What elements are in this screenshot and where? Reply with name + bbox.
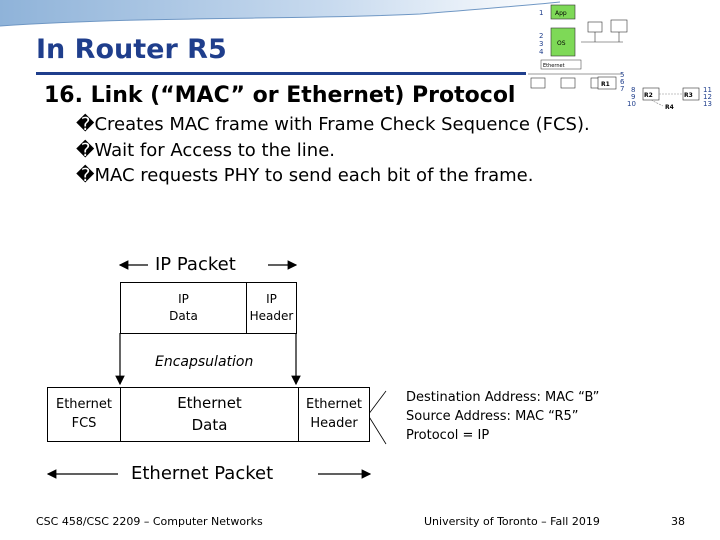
- app-box: [550, 4, 576, 20]
- eth-data-line: Ethernet: [177, 393, 242, 412]
- computer-icon: [560, 77, 576, 89]
- bullet-glyph: �: [76, 140, 95, 161]
- title-underline: [36, 72, 526, 75]
- router-label: R2: [644, 92, 653, 99]
- bullet-text: MAC requests PHY to send each bit of the…: [94, 165, 534, 186]
- bullet-glyph: �: [76, 114, 95, 135]
- encapsulation-label: Encapsulation: [155, 354, 254, 370]
- slide-title: In Router R5: [36, 34, 227, 65]
- bullet-item: �MAC requests PHY to send each bit of th…: [76, 165, 533, 186]
- eth-data-line: Data: [191, 415, 228, 434]
- callout-line: [367, 390, 387, 416]
- footer-university: University of Toronto – Fall 2019: [424, 515, 600, 528]
- router-number: 12: [703, 93, 712, 101]
- eth-fcs-line: FCS: [71, 415, 97, 431]
- bullet-glyph: �: [76, 165, 95, 186]
- router-number: 13: [703, 100, 712, 108]
- os-label: OS: [557, 40, 566, 47]
- ip-data-line: Data: [169, 309, 198, 323]
- ethernet-packet-label: Ethernet Packet: [131, 463, 274, 484]
- ip-header-box: IP Header: [246, 282, 297, 334]
- stack-number: 3: [539, 40, 543, 48]
- ip-header-line: Header: [249, 309, 294, 323]
- stack-number: 1: [539, 9, 543, 17]
- protocol-field: Protocol = IP: [406, 427, 490, 443]
- ip-data-box: IP Data: [120, 282, 247, 334]
- router-number: 10: [627, 100, 636, 108]
- header-decoration: [0, 0, 561, 27]
- router-number: 7: [620, 85, 624, 93]
- router-icon: [597, 76, 617, 90]
- bullet-item: �Wait for Access to the line.: [76, 140, 335, 161]
- router-number: 6: [620, 78, 625, 86]
- os-box: [550, 27, 576, 57]
- eth-fcs-line: Ethernet: [56, 396, 112, 412]
- eth-header-line: Header: [310, 415, 358, 431]
- router-icon: [682, 87, 700, 101]
- router-number: 9: [631, 93, 635, 101]
- stack-number: 4: [539, 48, 544, 56]
- router-number: 11: [703, 86, 712, 94]
- router-number: 8: [631, 86, 635, 94]
- page-number: 38: [671, 515, 685, 528]
- bullet-text: Wait for Access to the line.: [94, 140, 335, 161]
- slide-subtitle: 16. Link (“MAC” or Ethernet) Protocol: [44, 83, 516, 108]
- eth-header-line: Ethernet: [306, 396, 362, 412]
- ip-data-line: IP: [178, 291, 189, 306]
- router-label: R1: [601, 81, 610, 88]
- source-address: Source Address: MAC “R5”: [406, 408, 579, 424]
- footer-course: CSC 458/CSC 2209 – Computer Networks: [36, 515, 263, 528]
- ip-header-line: IP: [266, 291, 277, 306]
- router-label: R3: [684, 92, 693, 99]
- ip-packet-label: IP Packet: [155, 254, 236, 275]
- app-label: App: [555, 10, 567, 17]
- dest-address: Destination Address: MAC “B”: [406, 390, 600, 405]
- computer-icon: [530, 77, 546, 89]
- ethernet-label: Ethernet: [543, 63, 565, 69]
- ethernet-bar: [540, 59, 582, 70]
- network-thumbnail: 1 2 3 4 App OS Ethernet R1 5 6 7 R2 8 9 …: [528, 4, 712, 110]
- header-fields: Destination Address: MAC “B” Source Addr…: [406, 389, 599, 446]
- router-label: R4: [665, 104, 674, 110]
- bullet-item: �Creates MAC frame with Frame Check Sequ…: [76, 114, 590, 135]
- router-number: 5: [620, 71, 624, 79]
- stack-number: 2: [539, 32, 543, 40]
- bullet-text: Creates MAC frame with Frame Check Seque…: [94, 114, 590, 135]
- callout-line: [367, 414, 387, 445]
